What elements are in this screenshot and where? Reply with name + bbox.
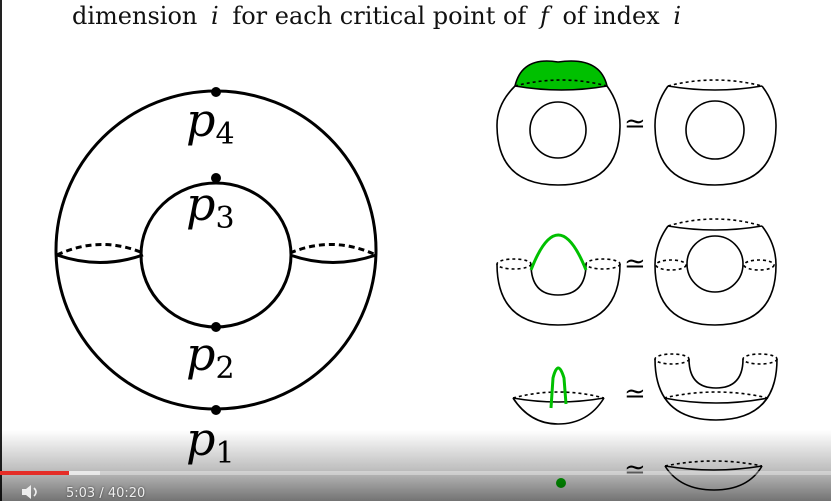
row1r-hole (685, 100, 745, 160)
frame-edge (0, 0, 2, 501)
row4-green-point (556, 478, 566, 488)
row4-disk-front (664, 465, 763, 471)
row2r-right-tube (743, 259, 775, 271)
row1-green-cap (514, 60, 608, 91)
caption-var-f: f (539, 2, 549, 30)
row3-equivalence: ≃ (624, 379, 646, 409)
row2-left-figure (496, 233, 621, 326)
right-cross-section-back (289, 243, 377, 257)
critical-point-p1 (211, 405, 221, 415)
row2r-left-tube (655, 259, 687, 271)
critical-point-p2 (211, 322, 221, 332)
left-cross-section-back (56, 243, 144, 257)
row3r-outer (654, 358, 778, 421)
row3r-right-rim (742, 353, 778, 365)
row2r-top-front (667, 225, 763, 231)
right-cross-section-front (289, 253, 377, 264)
critical-points (211, 87, 221, 415)
row4-equivalence: ≃ (624, 455, 646, 485)
row2-left-rim (496, 258, 532, 270)
row2-outer-half (496, 263, 621, 326)
row3-right-figure (654, 353, 778, 421)
row2-right-rim (585, 258, 621, 270)
row2-right-figure (654, 218, 777, 326)
caption-var-i-end: i (673, 2, 682, 30)
row1-torus-body (496, 85, 621, 186)
row2r-body (654, 225, 777, 326)
row2-green-handle (529, 233, 588, 271)
row1-equivalence: ≃ (624, 109, 646, 139)
row1-right-figure (654, 79, 777, 186)
caption-word-dimension: dimension (72, 2, 198, 30)
critical-point-p4 (211, 87, 221, 97)
critical-point-p3 (211, 173, 221, 183)
label-p1: p1 (186, 412, 235, 471)
row3-left-figure (512, 366, 605, 425)
row3-disk-bowl (512, 397, 605, 425)
row3-disk-top-dashed (512, 391, 605, 399)
row1-torus-hole (529, 101, 587, 159)
progress-played (0, 471, 69, 475)
row1r-boundary-front (667, 85, 763, 91)
row3r-left-rim (654, 353, 690, 365)
row2r-top-dashed (667, 218, 763, 227)
row3-disk-front (512, 397, 605, 403)
row2-equivalence: ≃ (624, 249, 646, 279)
label-p4: p4 (186, 93, 235, 152)
time-readout: 5:03 / 40:20 (66, 486, 146, 501)
row3r-base-front (663, 397, 769, 404)
row1-left-figure (496, 60, 621, 186)
row4-disk-dashed (664, 460, 763, 467)
progress-bar[interactable] (0, 471, 831, 475)
slide-caption: dimension i for each critical point of f… (72, 2, 687, 30)
critical-point-labels: p4 p3 p2 p1 (186, 93, 235, 471)
row2r-hole (686, 235, 744, 293)
row3-green-handle (549, 366, 568, 409)
row2-inner-half (530, 263, 587, 296)
row4-right-figure (664, 460, 763, 491)
label-p3: p3 (186, 177, 235, 236)
row3r-inner (688, 358, 744, 389)
speaker-icon[interactable] (20, 483, 42, 501)
left-cross-section-front (56, 253, 144, 264)
row1r-body (654, 85, 777, 186)
row3r-base-dashed (663, 391, 769, 399)
caption-text-of-index: of index (562, 2, 660, 30)
caption-var-i: i (211, 2, 219, 30)
label-p2: p2 (186, 327, 235, 386)
row1r-boundary-dashed (667, 79, 763, 87)
caption-text-for-each: for each critical point of (232, 2, 527, 30)
